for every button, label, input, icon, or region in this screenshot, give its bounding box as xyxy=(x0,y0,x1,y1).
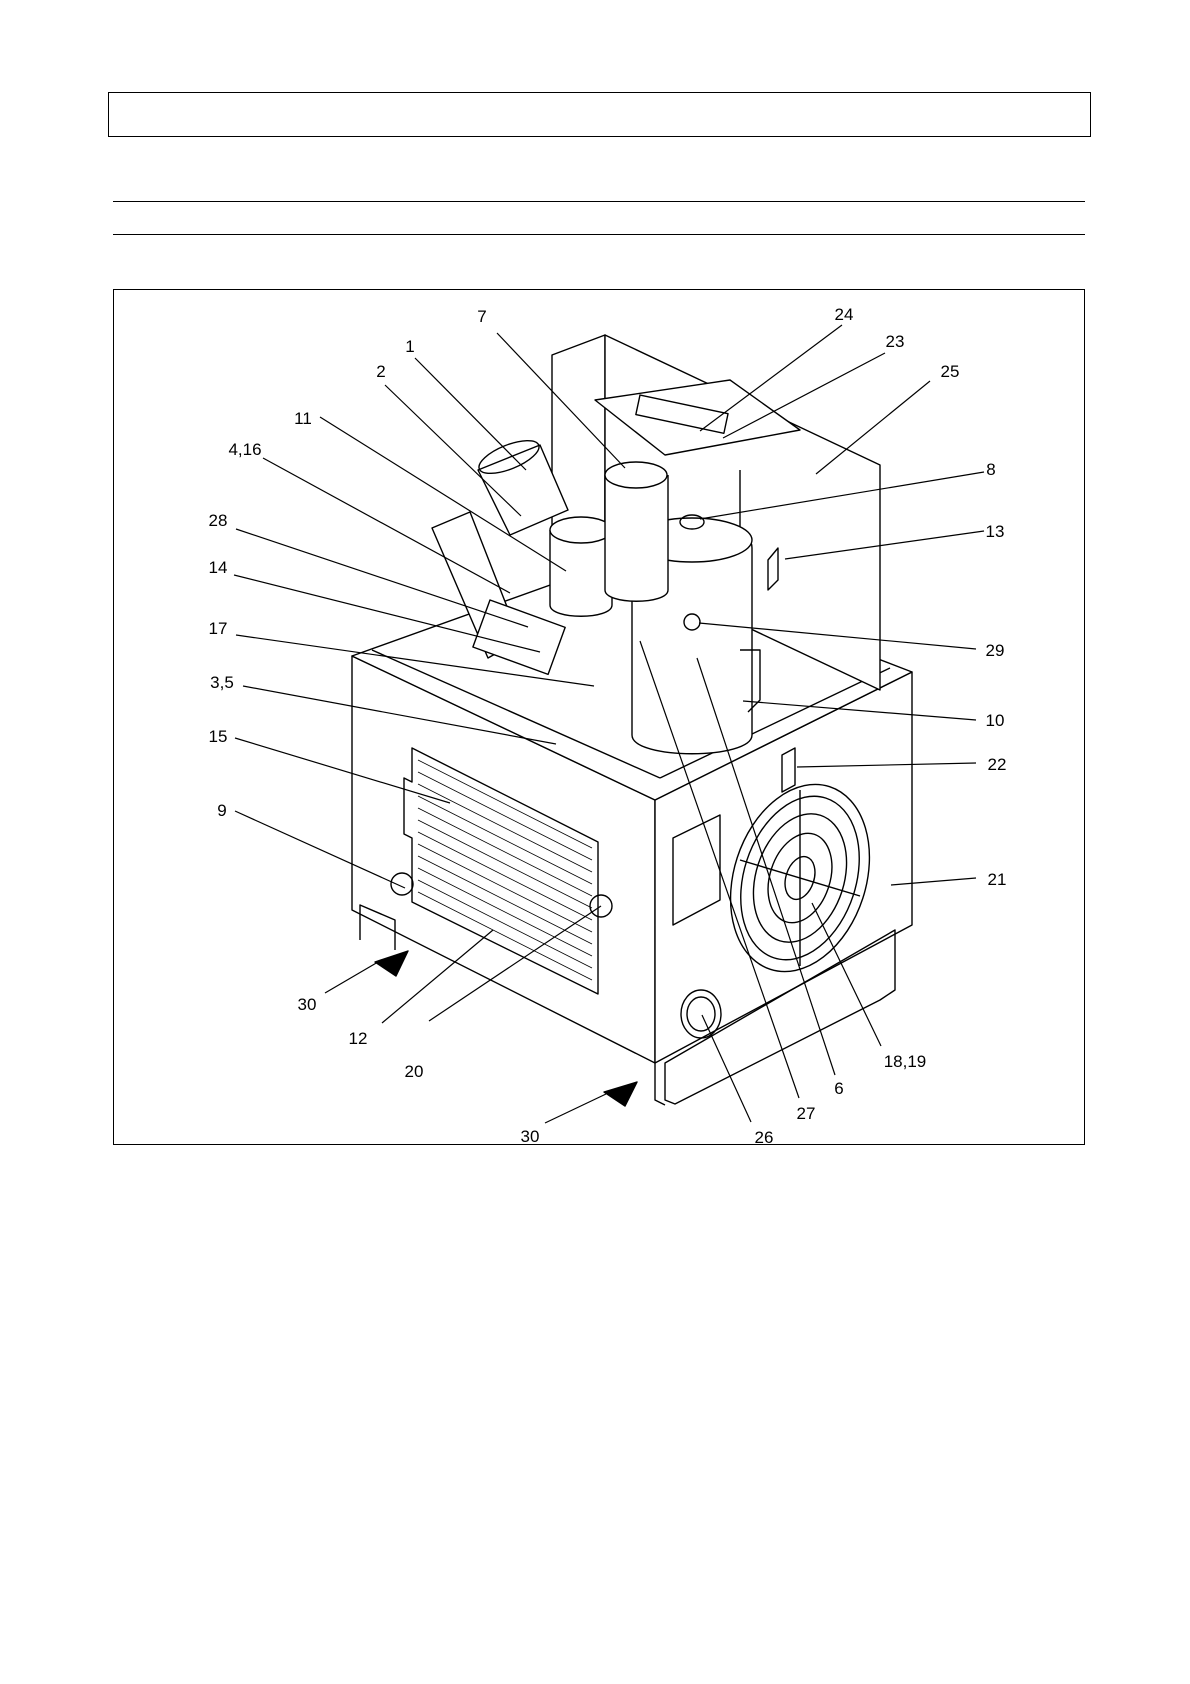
callout-27: 27 xyxy=(797,1104,816,1123)
callout-22: 22 xyxy=(988,755,1007,774)
callout-28: 28 xyxy=(209,511,228,530)
callout-11: 11 xyxy=(294,409,312,428)
callout-3-5: 3,5 xyxy=(210,673,234,692)
callout-26: 26 xyxy=(755,1128,774,1147)
callout-18-19: 18,19 xyxy=(884,1052,927,1071)
callout-9: 9 xyxy=(217,801,226,820)
callout-23: 23 xyxy=(886,332,905,351)
callout-1: 1 xyxy=(405,337,414,356)
callout-12: 12 xyxy=(349,1029,368,1048)
callout-2: 2 xyxy=(376,362,385,381)
callout-13: 13 xyxy=(986,522,1005,541)
callout-4-16: 4,16 xyxy=(228,440,261,459)
callout-30-left: 30 xyxy=(298,995,317,1014)
callout-14: 14 xyxy=(209,558,228,577)
callout-10: 10 xyxy=(986,711,1005,730)
callout-15: 15 xyxy=(209,727,228,746)
separator-filter xyxy=(605,462,668,601)
callout-6: 6 xyxy=(834,1079,843,1098)
callout-17: 17 xyxy=(209,619,228,638)
callout-21: 21 xyxy=(988,870,1007,889)
callout-30-bottom: 30 xyxy=(521,1127,540,1146)
airflow-arrow-left xyxy=(375,951,408,976)
callout-29: 29 xyxy=(986,641,1005,660)
callout-8: 8 xyxy=(986,460,995,479)
callout-24: 24 xyxy=(835,305,854,324)
callout-25: 25 xyxy=(941,362,960,381)
callout-20: 20 xyxy=(405,1062,424,1081)
airflow-arrow-right xyxy=(604,1082,637,1106)
callout-7: 7 xyxy=(477,307,486,326)
